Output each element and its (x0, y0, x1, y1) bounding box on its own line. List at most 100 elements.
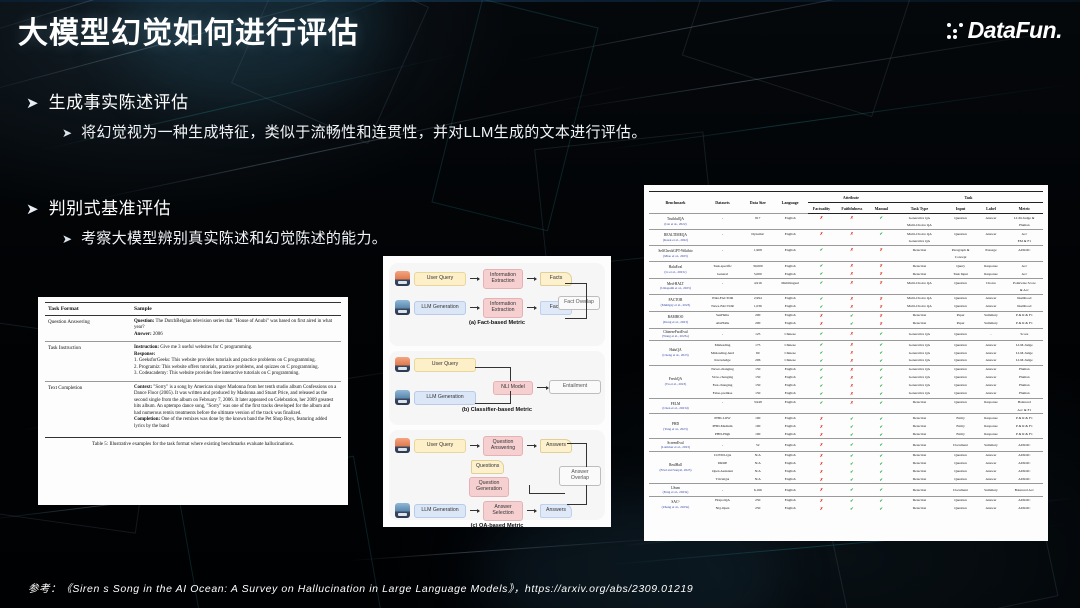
citation-link[interactable]: (Kasai et al., 2022) (662, 237, 689, 242)
cell-benchmark: SelfCheckGPT-Wikibio(Miao et al., 2023) (649, 244, 702, 262)
cell-task-type: Generative QA (893, 212, 945, 222)
check-icon: ✔ (879, 390, 883, 396)
check-icon: ✔ (819, 357, 824, 363)
citation-link[interactable]: (Li et al., 2023c) (664, 269, 687, 274)
qa-generation-row: Question Generation (469, 476, 599, 497)
cell-language: English (784, 432, 796, 437)
citation-link[interactable]: (Umapathi et al., 2023) (660, 286, 691, 291)
citation-link[interactable]: (Lattimer et al., 2023) (660, 445, 690, 450)
cross-icon: ✗ (879, 295, 883, 301)
citation-link[interactable]: (Chen et al., 2023d) (662, 406, 689, 411)
citation-link[interactable]: (Wang et al., 2023a) (662, 334, 689, 339)
cell-dataset: Slow-changing (711, 375, 734, 380)
cell-metric: P & R & F1 (1015, 321, 1033, 326)
cell-label: Response (984, 432, 998, 437)
cell-factuality: ✔ (808, 374, 835, 382)
benchmark-table-head: Benchmark Datasets Data Size Language At… (649, 191, 1043, 214)
cell-task-type: Generative QA (908, 239, 931, 244)
cell-metric (1006, 254, 1043, 261)
cell-language: English (772, 293, 808, 303)
classifier-llm-row: LLM Generation (395, 390, 599, 406)
node-question-generation: Question Generation (469, 476, 509, 497)
citation-link[interactable]: (Miao et al., 2023) (663, 253, 688, 258)
cell-language: English (784, 477, 796, 482)
check-icon: ✔ (819, 390, 824, 396)
cell-task-type: Detection (912, 461, 927, 466)
citation-link[interactable]: (Muhlgay et al., 2023) (660, 302, 691, 307)
cell-label: Answer (976, 450, 1006, 460)
cell-factuality: ✗ (807, 228, 836, 238)
cell-data-size (743, 238, 772, 245)
cell-sample: Context: "Sorry" is a song by American s… (131, 380, 341, 434)
cell-data-size: N/A (754, 469, 761, 474)
citation-link[interactable]: (Friel and Sanyal, 2023) (659, 467, 692, 472)
figure-caption-c: (c) QA-based Metric (470, 522, 524, 529)
cell-benchmark: ScreenEval(Lattimer et al., 2023) (649, 438, 702, 452)
citation-link[interactable]: (Zhang et al., 2023a) (661, 504, 690, 509)
cell-label: Answer (976, 293, 1006, 303)
cell-input: Question (944, 397, 977, 407)
cell-metric: Human (1019, 383, 1030, 388)
cell-manual: ✗ (869, 270, 894, 278)
cell-task-type: Detection (893, 438, 945, 452)
cell-language: English (772, 483, 808, 497)
node-nli-model: NLI Model (493, 381, 533, 396)
col-benchmark: Benchmark (649, 191, 702, 214)
cell-label: Response (984, 271, 998, 276)
check-icon: ✔ (879, 374, 883, 380)
cell-manual: ✗ (868, 310, 894, 320)
citation-link[interactable]: (Cheng et al., 2023) (662, 352, 689, 357)
cell-metric: AUROC (1018, 477, 1031, 482)
col-task-type: Task Type (893, 202, 945, 214)
node-user-query: User Query (414, 438, 466, 453)
cell-label: Response (976, 413, 1006, 423)
citation-link[interactable]: (Feng et al., 2023a) (662, 490, 689, 495)
cell-language: English (784, 469, 796, 474)
cell-faithfulness: ✗ (835, 397, 869, 407)
cell-benchmark: FreshQA(Vu et al., 2023) (649, 364, 702, 399)
cell-manual: ✔ (869, 430, 894, 438)
cell-benchmark: PHD(Yang et al., 2023) (649, 413, 702, 439)
cell-language: English (784, 506, 796, 511)
node-llm-generation: LLM Generation (414, 390, 476, 405)
citation-link[interactable]: (Vu et al., 2023) (664, 381, 687, 386)
cell-manual: ✔ (869, 374, 894, 382)
citation-link[interactable]: (Yang et al., 2023) (663, 426, 688, 431)
cross-icon: ✗ (850, 231, 854, 237)
connector-line (586, 485, 587, 505)
connector-line (565, 318, 587, 319)
check-icon: ✔ (819, 247, 824, 253)
cross-icon: ✗ (850, 295, 854, 301)
table-header-row: Task Format Sample (45, 302, 341, 316)
cell-faithfulness: ✔ (835, 483, 869, 497)
cell-label: Answer (985, 350, 997, 355)
check-icon: ✔ (850, 460, 854, 466)
cell-dataset: NQ-Open (715, 506, 730, 511)
cell-input: Question (944, 364, 977, 374)
cell-faithfulness: ✔ (835, 413, 869, 423)
cell-dataset: News-FACTOR (711, 304, 734, 309)
table-row: RealHall(Friel and Sanyal, 2023)COVID-QA… (649, 450, 1043, 484)
cell-manual (869, 238, 894, 245)
check-icon: ✔ (879, 331, 883, 337)
cell-input (945, 238, 976, 245)
cell-label (976, 238, 1005, 245)
cross-icon: ✗ (819, 431, 824, 437)
citation-link[interactable]: (Dong et al., 2023) (662, 319, 688, 324)
cell-factuality: ✗ (808, 422, 835, 430)
cell-dataset (702, 407, 743, 414)
cell-faithfulness: ✗ (835, 327, 869, 341)
cell-label: Summary (976, 483, 1006, 497)
cell-language: English (772, 260, 808, 270)
cell-input (945, 287, 976, 294)
citation-link[interactable]: (Lin et al., 2022) (664, 221, 687, 226)
bullet-list: ➤ 生成事实陈述评估 ➤ 将幻觉视为一种生成特征，类似于流畅性和连贯性，并对LL… (26, 86, 1026, 248)
cross-icon: ✗ (879, 247, 883, 253)
cell-metric: LLM-Judge (1015, 358, 1033, 363)
col-label: Label (976, 202, 1006, 214)
cross-icon: ✗ (819, 415, 824, 421)
